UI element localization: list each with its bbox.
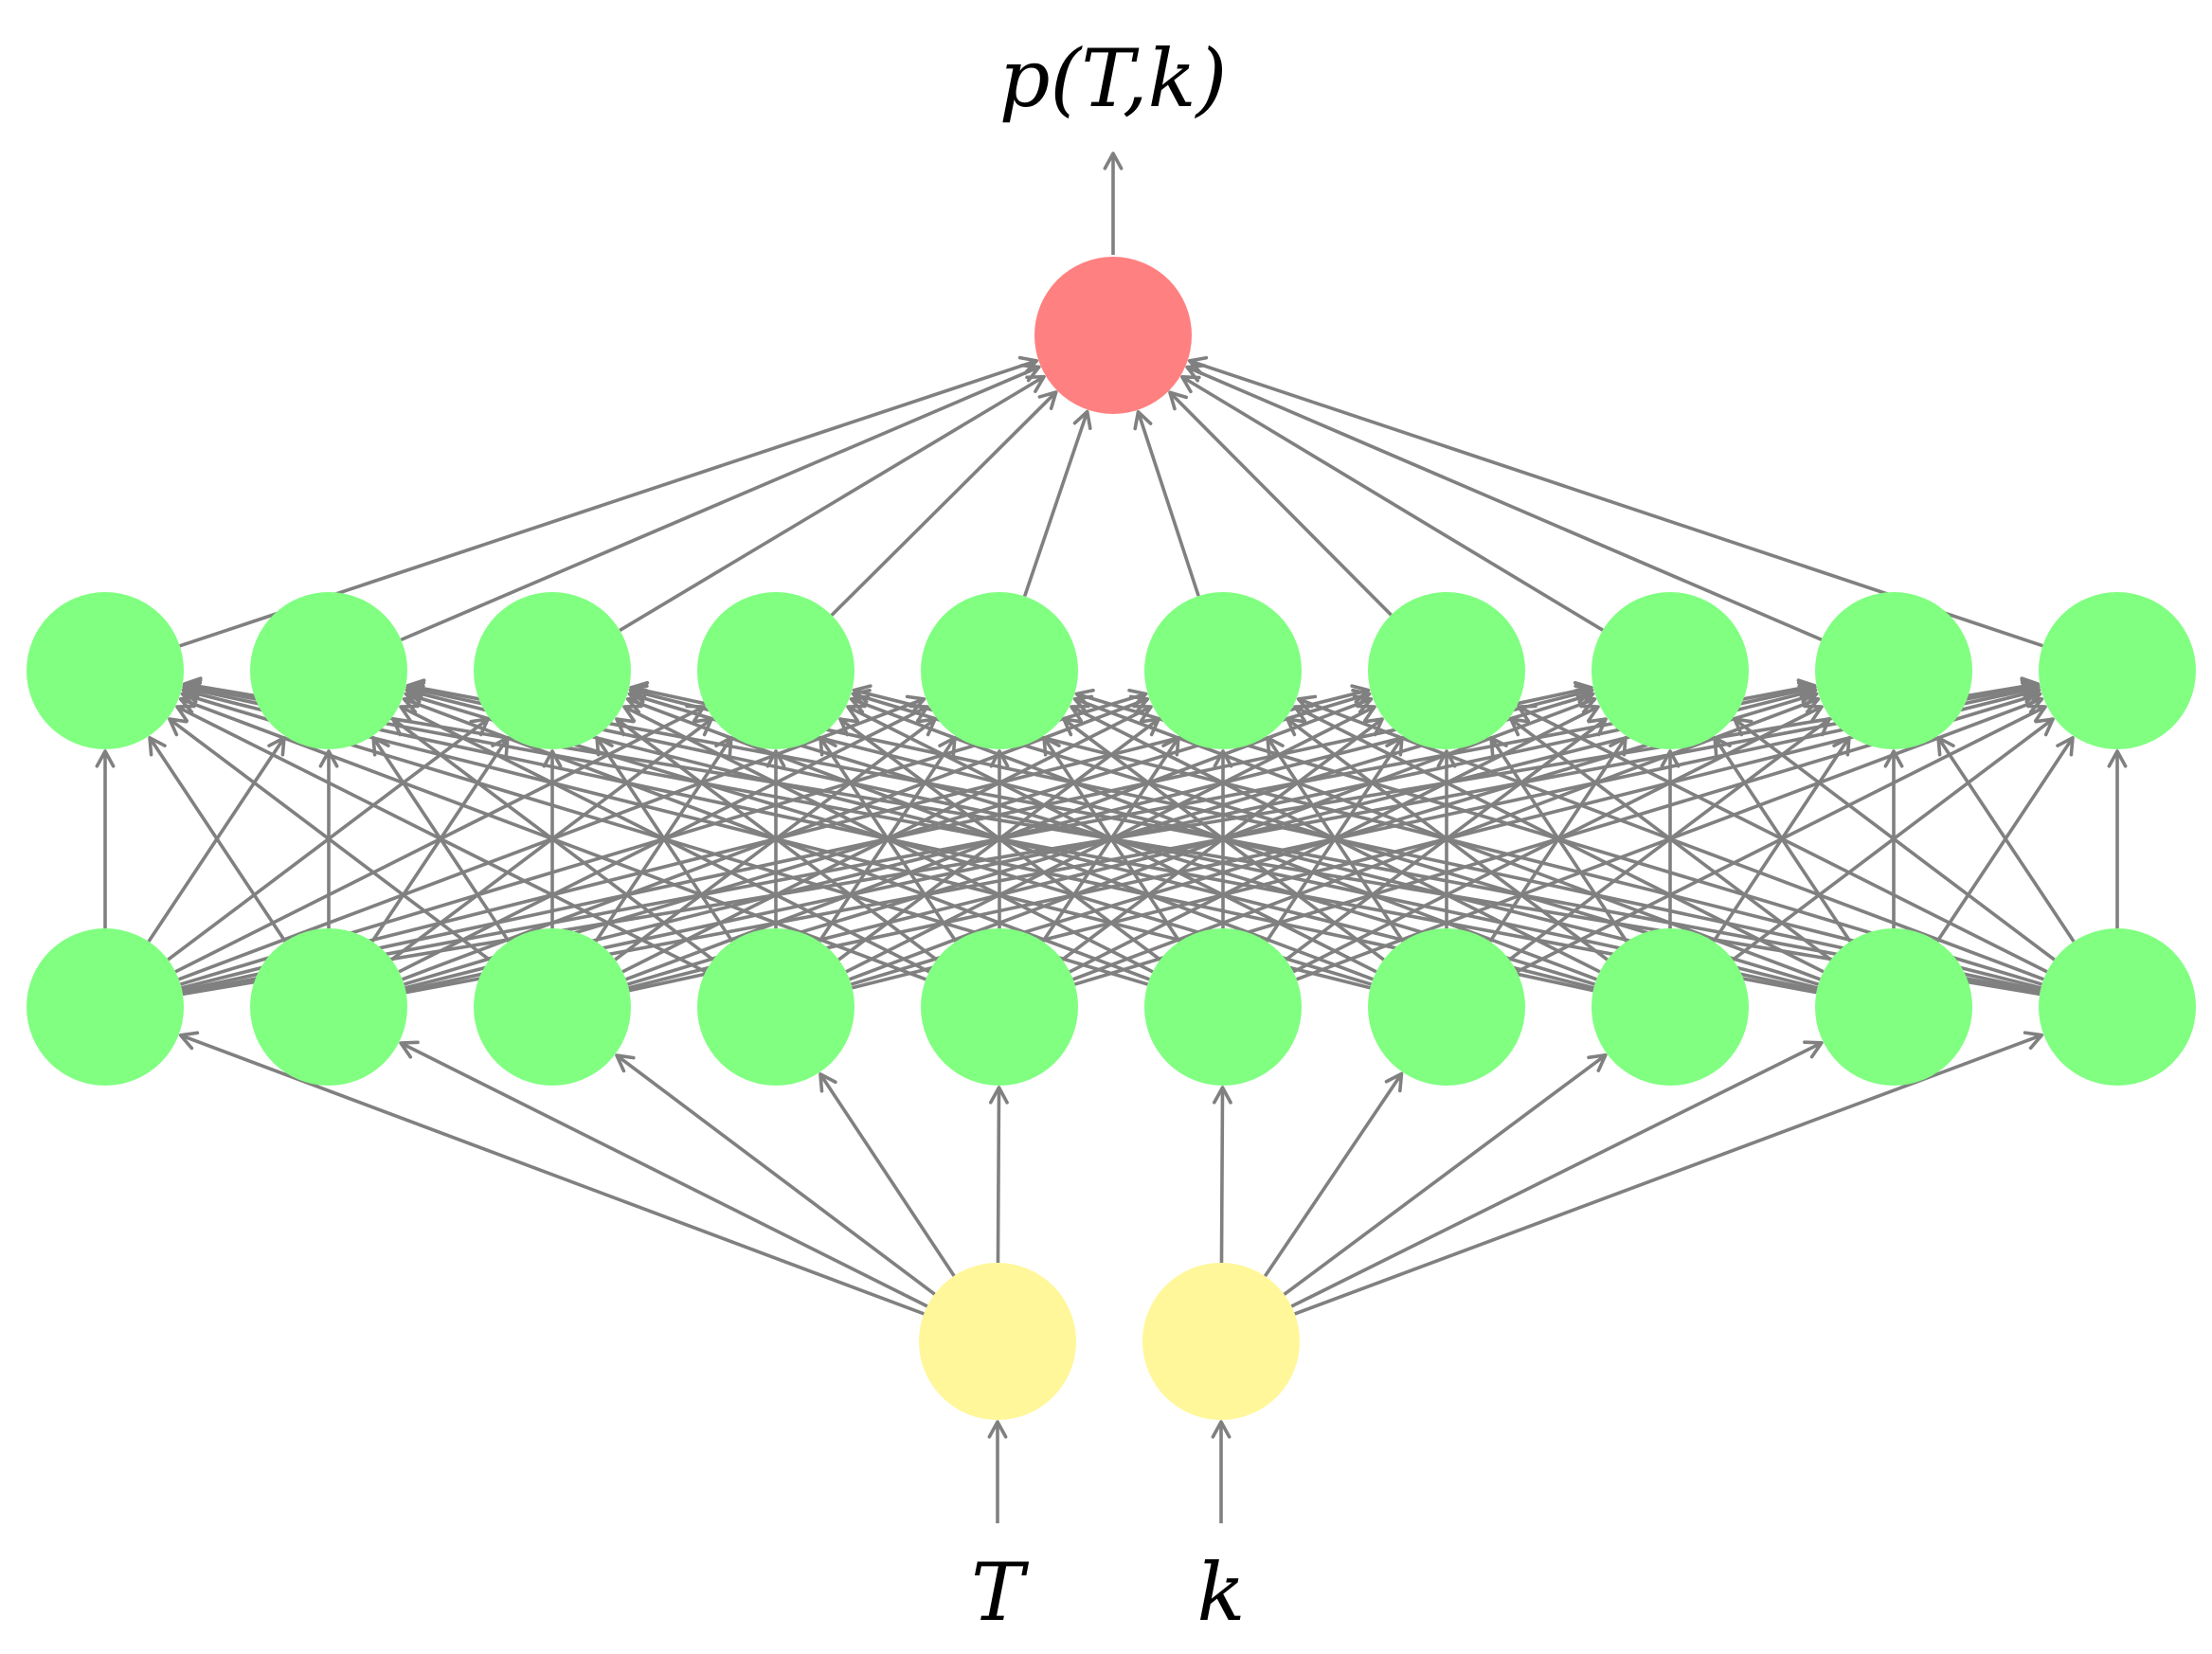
labels-layer: p(T,k) T k (971, 32, 1245, 1639)
edge-h1-9-h2-2 (629, 680, 2041, 993)
edge-input1-h1-8 (1290, 1040, 1824, 1308)
edge-h1-1-h2-0 (148, 735, 287, 943)
hidden2-node-8 (1815, 592, 1972, 749)
edge-h1-9-h2-0 (183, 676, 2041, 997)
hidden2-node-9 (2039, 592, 2196, 749)
edge-h1-0-h2-0 (95, 749, 116, 928)
edge-h2-7-out (1180, 375, 1604, 632)
edge-input0-h1-2 (615, 1053, 936, 1296)
hidden1-node-7 (1592, 928, 1749, 1086)
hidden1-node-2 (474, 928, 631, 1086)
hidden2-node-6 (1368, 592, 1525, 749)
hidden1-node-8 (1815, 928, 1972, 1086)
hidden2-node-3 (697, 592, 854, 749)
input-node-1 (1142, 1263, 1300, 1420)
input-arrow-0 (987, 1420, 1008, 1523)
hidden2-node-0 (27, 592, 184, 749)
nodes-layer (27, 257, 2196, 1420)
hidden1-node-9 (2039, 928, 2196, 1086)
hidden2-node-1 (250, 592, 407, 749)
edge-input0-h1-4 (989, 1086, 1009, 1264)
hidden1-node-1 (250, 928, 407, 1086)
edge-input1-h1-6 (1263, 1071, 1404, 1278)
input-arrow-1 (1211, 1420, 1232, 1523)
hidden1-node-0 (27, 928, 184, 1086)
edge-h1-9-h2-3 (852, 684, 2041, 990)
hidden1-node-5 (1144, 928, 1302, 1086)
edge-input1-h1-5 (1213, 1086, 1232, 1264)
edge-h2-8-out (1185, 364, 1823, 641)
hidden2-node-4 (921, 592, 1078, 749)
edge-h1-9-h2-9 (2107, 749, 2128, 928)
edge-input0-h1-1 (399, 1040, 928, 1308)
edge-input0-h1-3 (818, 1072, 956, 1277)
edge-h1-9-h2-1 (405, 678, 2041, 995)
output-arrow (1103, 152, 1124, 255)
edge-h1-9-h2-8 (1936, 735, 2076, 943)
hidden1-node-4 (921, 928, 1078, 1086)
hidden2-node-2 (474, 592, 631, 749)
hidden2-node-5 (1144, 592, 1302, 749)
edge-h2-2-out (619, 374, 1046, 632)
output-node (1034, 257, 1192, 414)
input-label-T: T (971, 1546, 1030, 1639)
edge-h1-2-h2-0 (168, 717, 491, 962)
edge-h1-9-h2-5 (1296, 694, 2044, 981)
edge-h1-9-h2-7 (1733, 717, 2056, 962)
edge-h2-3-out (830, 390, 1058, 617)
hidden1-node-6 (1368, 928, 1525, 1086)
edge-h1-9-h2-6 (1517, 704, 2048, 974)
input-label-k: k (1197, 1546, 1246, 1639)
edge-h2-6-out (1168, 390, 1393, 617)
edge-h2-4-out (1022, 409, 1092, 597)
edge-input1-h1-7 (1283, 1052, 1608, 1296)
hidden1-node-3 (697, 928, 854, 1086)
edge-h2-5-out (1133, 409, 1200, 597)
hidden2-node-7 (1592, 592, 1749, 749)
output-label: p(T,k) (999, 32, 1228, 125)
input-node-0 (919, 1263, 1076, 1420)
